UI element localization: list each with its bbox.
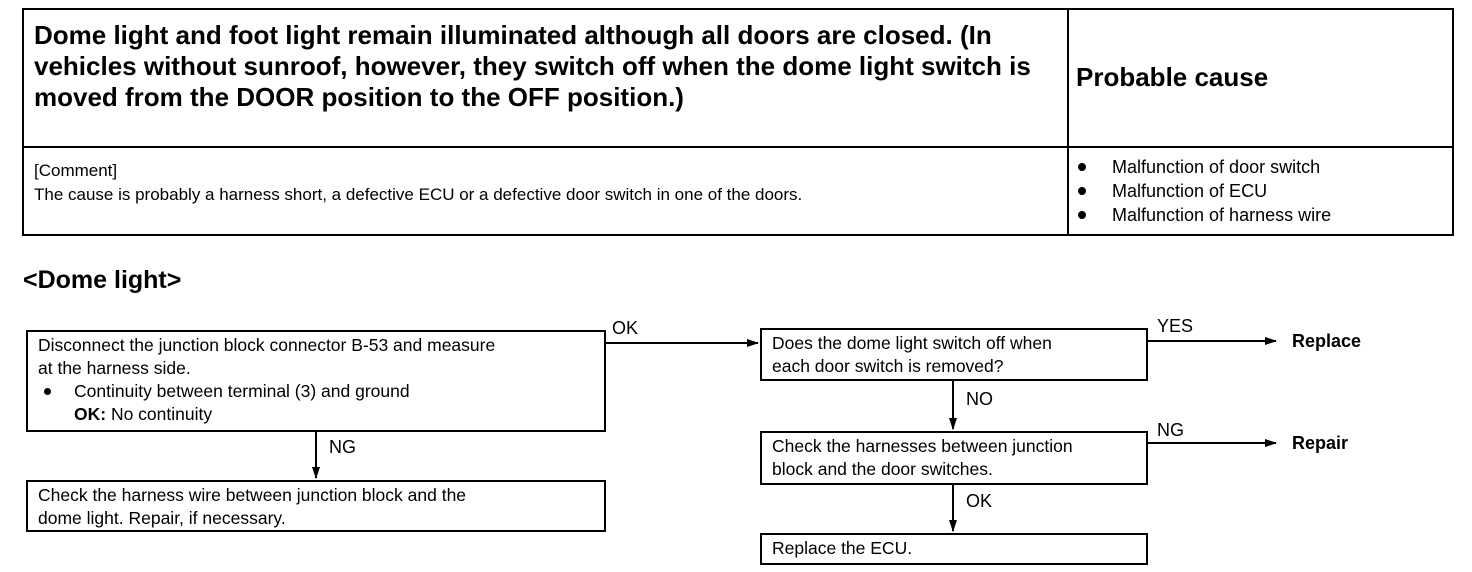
step-text: Does the dome light switch off when [772,333,1052,353]
label-ok: OK [966,491,993,511]
cause-item-text: Malfunction of ECU [1112,181,1268,201]
step-check-harness-wire: Check the harness wire between junction … [26,480,606,532]
step-text: block and the door switches. [772,459,993,479]
section-heading: <Dome light> [23,266,182,294]
diagnosis-table: Dome light and foot light remain illumin… [22,8,1454,236]
step-text: at the harness side. [38,358,191,378]
step-bullet: Continuity between terminal (3) and grou… [38,380,594,403]
step-check-harnesses: Check the harnesses between junction blo… [760,431,1148,485]
step-dome-light-question: Does the dome light switch off when each… [760,328,1148,381]
bullet-icon [44,388,51,395]
step-text: Check the harness wire between junction … [38,485,467,505]
step-replace-ecu: Replace the ECU. [760,533,1148,565]
step-text: each door switch is removed? [772,356,1004,376]
table-row-divider [24,146,1452,148]
cause-item-text: Malfunction of door switch [1112,157,1321,177]
comment-block: [Comment] The cause is probably a harnes… [34,159,1064,207]
bullet-icon [1078,211,1086,219]
label-ok: OK [612,318,639,338]
symptom-title: Dome light and foot light remain illumin… [34,20,1031,112]
cause-item: Malfunction of harness wire [1076,203,1331,227]
probable-cause-list: Malfunction of door switch Malfunction o… [1076,155,1331,227]
cause-item: Malfunction of door switch [1076,155,1331,179]
table-column-divider [1067,10,1069,234]
bullet-text: Continuity between terminal (3) and grou… [74,381,410,401]
cause-item-text: Malfunction of harness wire [1112,205,1332,225]
ok-criterion: OK: No continuity [38,403,594,426]
comment-label: [Comment] [34,161,118,180]
label-no: NO [966,389,993,409]
step-text: Disconnect the junction block connector … [38,335,496,355]
ok-criterion-text: No continuity [106,404,213,424]
result-replace: Replace [1292,331,1362,351]
result-repair: Repair [1292,433,1349,453]
cause-item: Malfunction of ECU [1076,179,1331,203]
label-ng: NG [1157,420,1184,440]
comment-text: The cause is probably a harness short, a… [34,185,803,204]
step-text: Check the harnesses between junction [772,436,1073,456]
bullet-icon [1078,187,1086,195]
step-disconnect-connector: Disconnect the junction block connector … [26,330,606,432]
label-ng: NG [329,437,356,457]
label-yes: YES [1157,316,1194,336]
probable-cause-header: Probable cause [1076,62,1269,92]
ok-criterion-label: OK: [74,404,107,424]
step-text: dome light. Repair, if necessary. [38,508,286,528]
bullet-icon [1078,163,1086,171]
step-text: Replace the ECU. [772,538,913,558]
